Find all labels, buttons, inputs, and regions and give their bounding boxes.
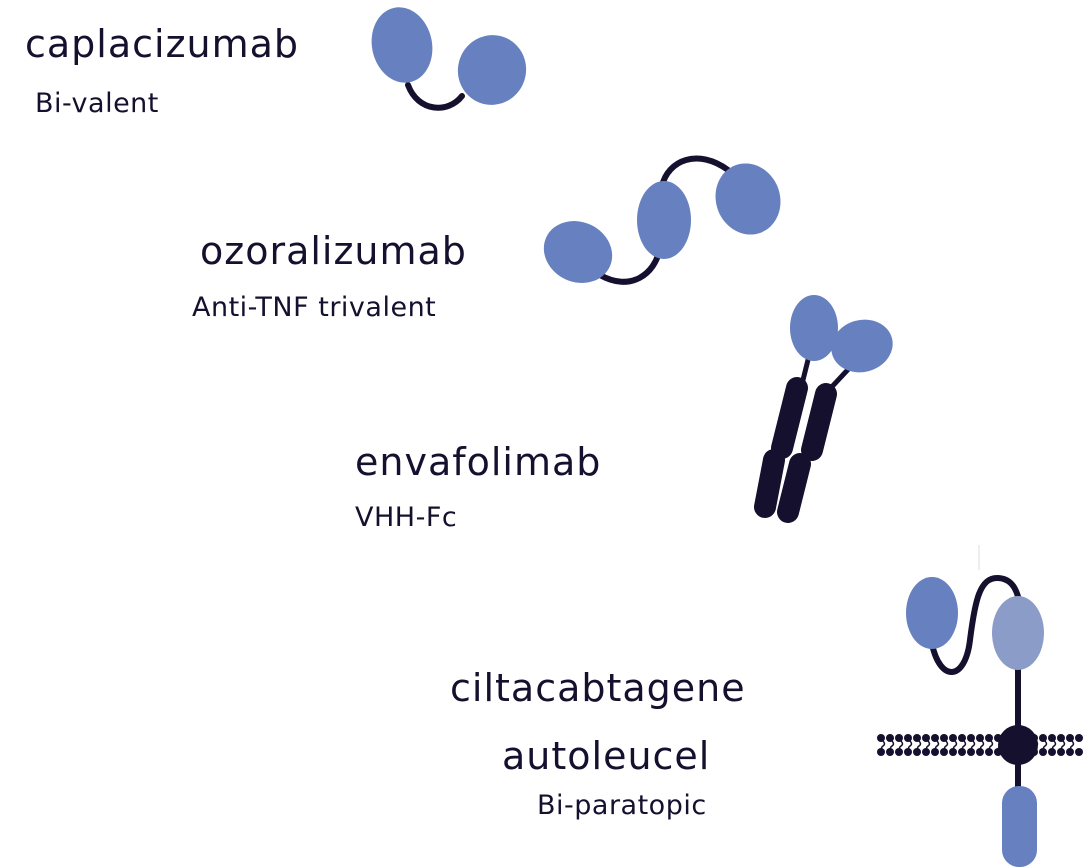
cell-membrane-icon: [877, 734, 1083, 756]
ozoralizumab-name: ozoralizumab: [200, 229, 467, 273]
ciltacabtagene-subtitle: Bi-paratopic: [537, 790, 707, 821]
envafolimab-subtitle: VHH-Fc: [355, 502, 458, 533]
ozoralizumab-subtitle: Anti-TNF trivalent: [192, 292, 437, 323]
ciltacabtagene-name-line2: autoleucel: [502, 734, 711, 778]
vhh-fc-icon: [754, 295, 893, 523]
bivalent-nanobody-icon: [371, 7, 527, 111]
caplacizumab-name: caplacizumab: [25, 22, 300, 66]
trivalent-nanobody-icon: [543, 155, 781, 285]
car-t-receptor-icon: [877, 545, 1083, 867]
ciltacabtagene-name-line1: ciltacabtagene: [450, 666, 746, 710]
caplacizumab-subtitle: Bi-valent: [35, 88, 159, 119]
envafolimab-name: envafolimab: [355, 440, 602, 484]
